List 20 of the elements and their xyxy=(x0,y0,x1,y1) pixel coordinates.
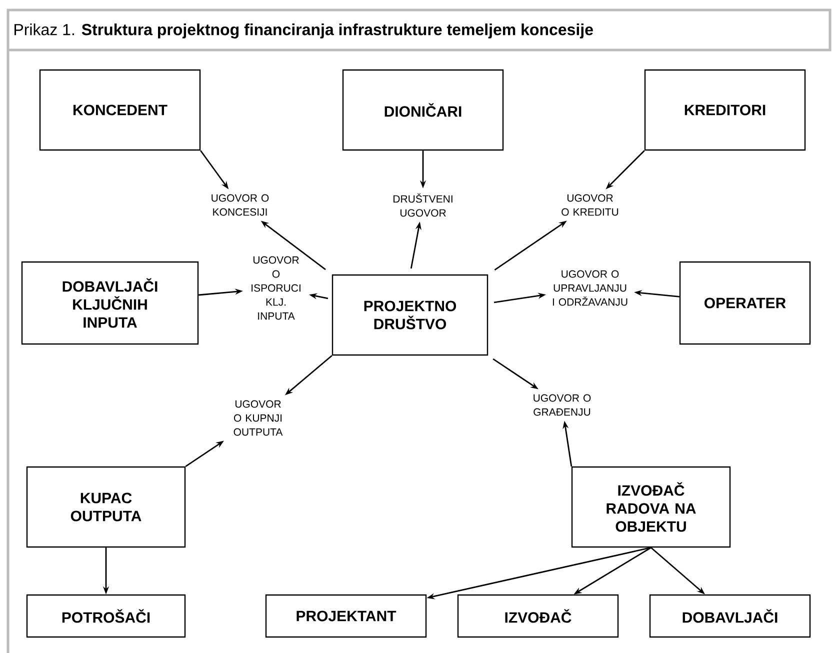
party-box: PROJEKTANT xyxy=(265,594,427,638)
party-box: IZVOĐAČ RADOVA NA OBJEKTU xyxy=(571,466,731,548)
party-box: KREDITORI xyxy=(644,69,806,151)
contract-label: UGOVOR O ISPORUCI KLJ. INPUTA xyxy=(252,256,300,320)
contract-label: DRUŠTVENI UGOVOR xyxy=(394,193,452,217)
party-box: OPERATER xyxy=(679,261,811,345)
contract-label: UGOVOR O UPRAVLJANJU I ODRŽAVANJU xyxy=(552,270,628,306)
party-box: KONCEDENT xyxy=(39,69,201,151)
party-box: PROJEKTNO DRUŠTVO xyxy=(332,274,488,356)
contract-label: UGOVOR O KUPNJI OUTPUTA xyxy=(234,400,283,436)
party-box: IZVOĐAČ xyxy=(457,594,619,638)
party-box: DIONIČARI xyxy=(342,69,504,151)
contract-label: UGOVOR O KREDITU xyxy=(562,194,618,216)
title: Prikaz 1. Struktura projektnog financiranja infrastrukture temeljem koncesije xyxy=(14,24,593,38)
party-box: DOBAVLJAČI KLJUČNIH INPUTA xyxy=(21,261,199,345)
party-box: POTROŠAČI xyxy=(26,594,186,638)
contract-label: UGOVOR O KONCESIJI xyxy=(212,194,269,216)
party-box: KUPAC OUTPUTA xyxy=(26,466,186,548)
party-box: DOBAVLJAČI xyxy=(649,594,811,638)
contract-label: UGOVOR O GRAĐENJU xyxy=(534,394,591,416)
